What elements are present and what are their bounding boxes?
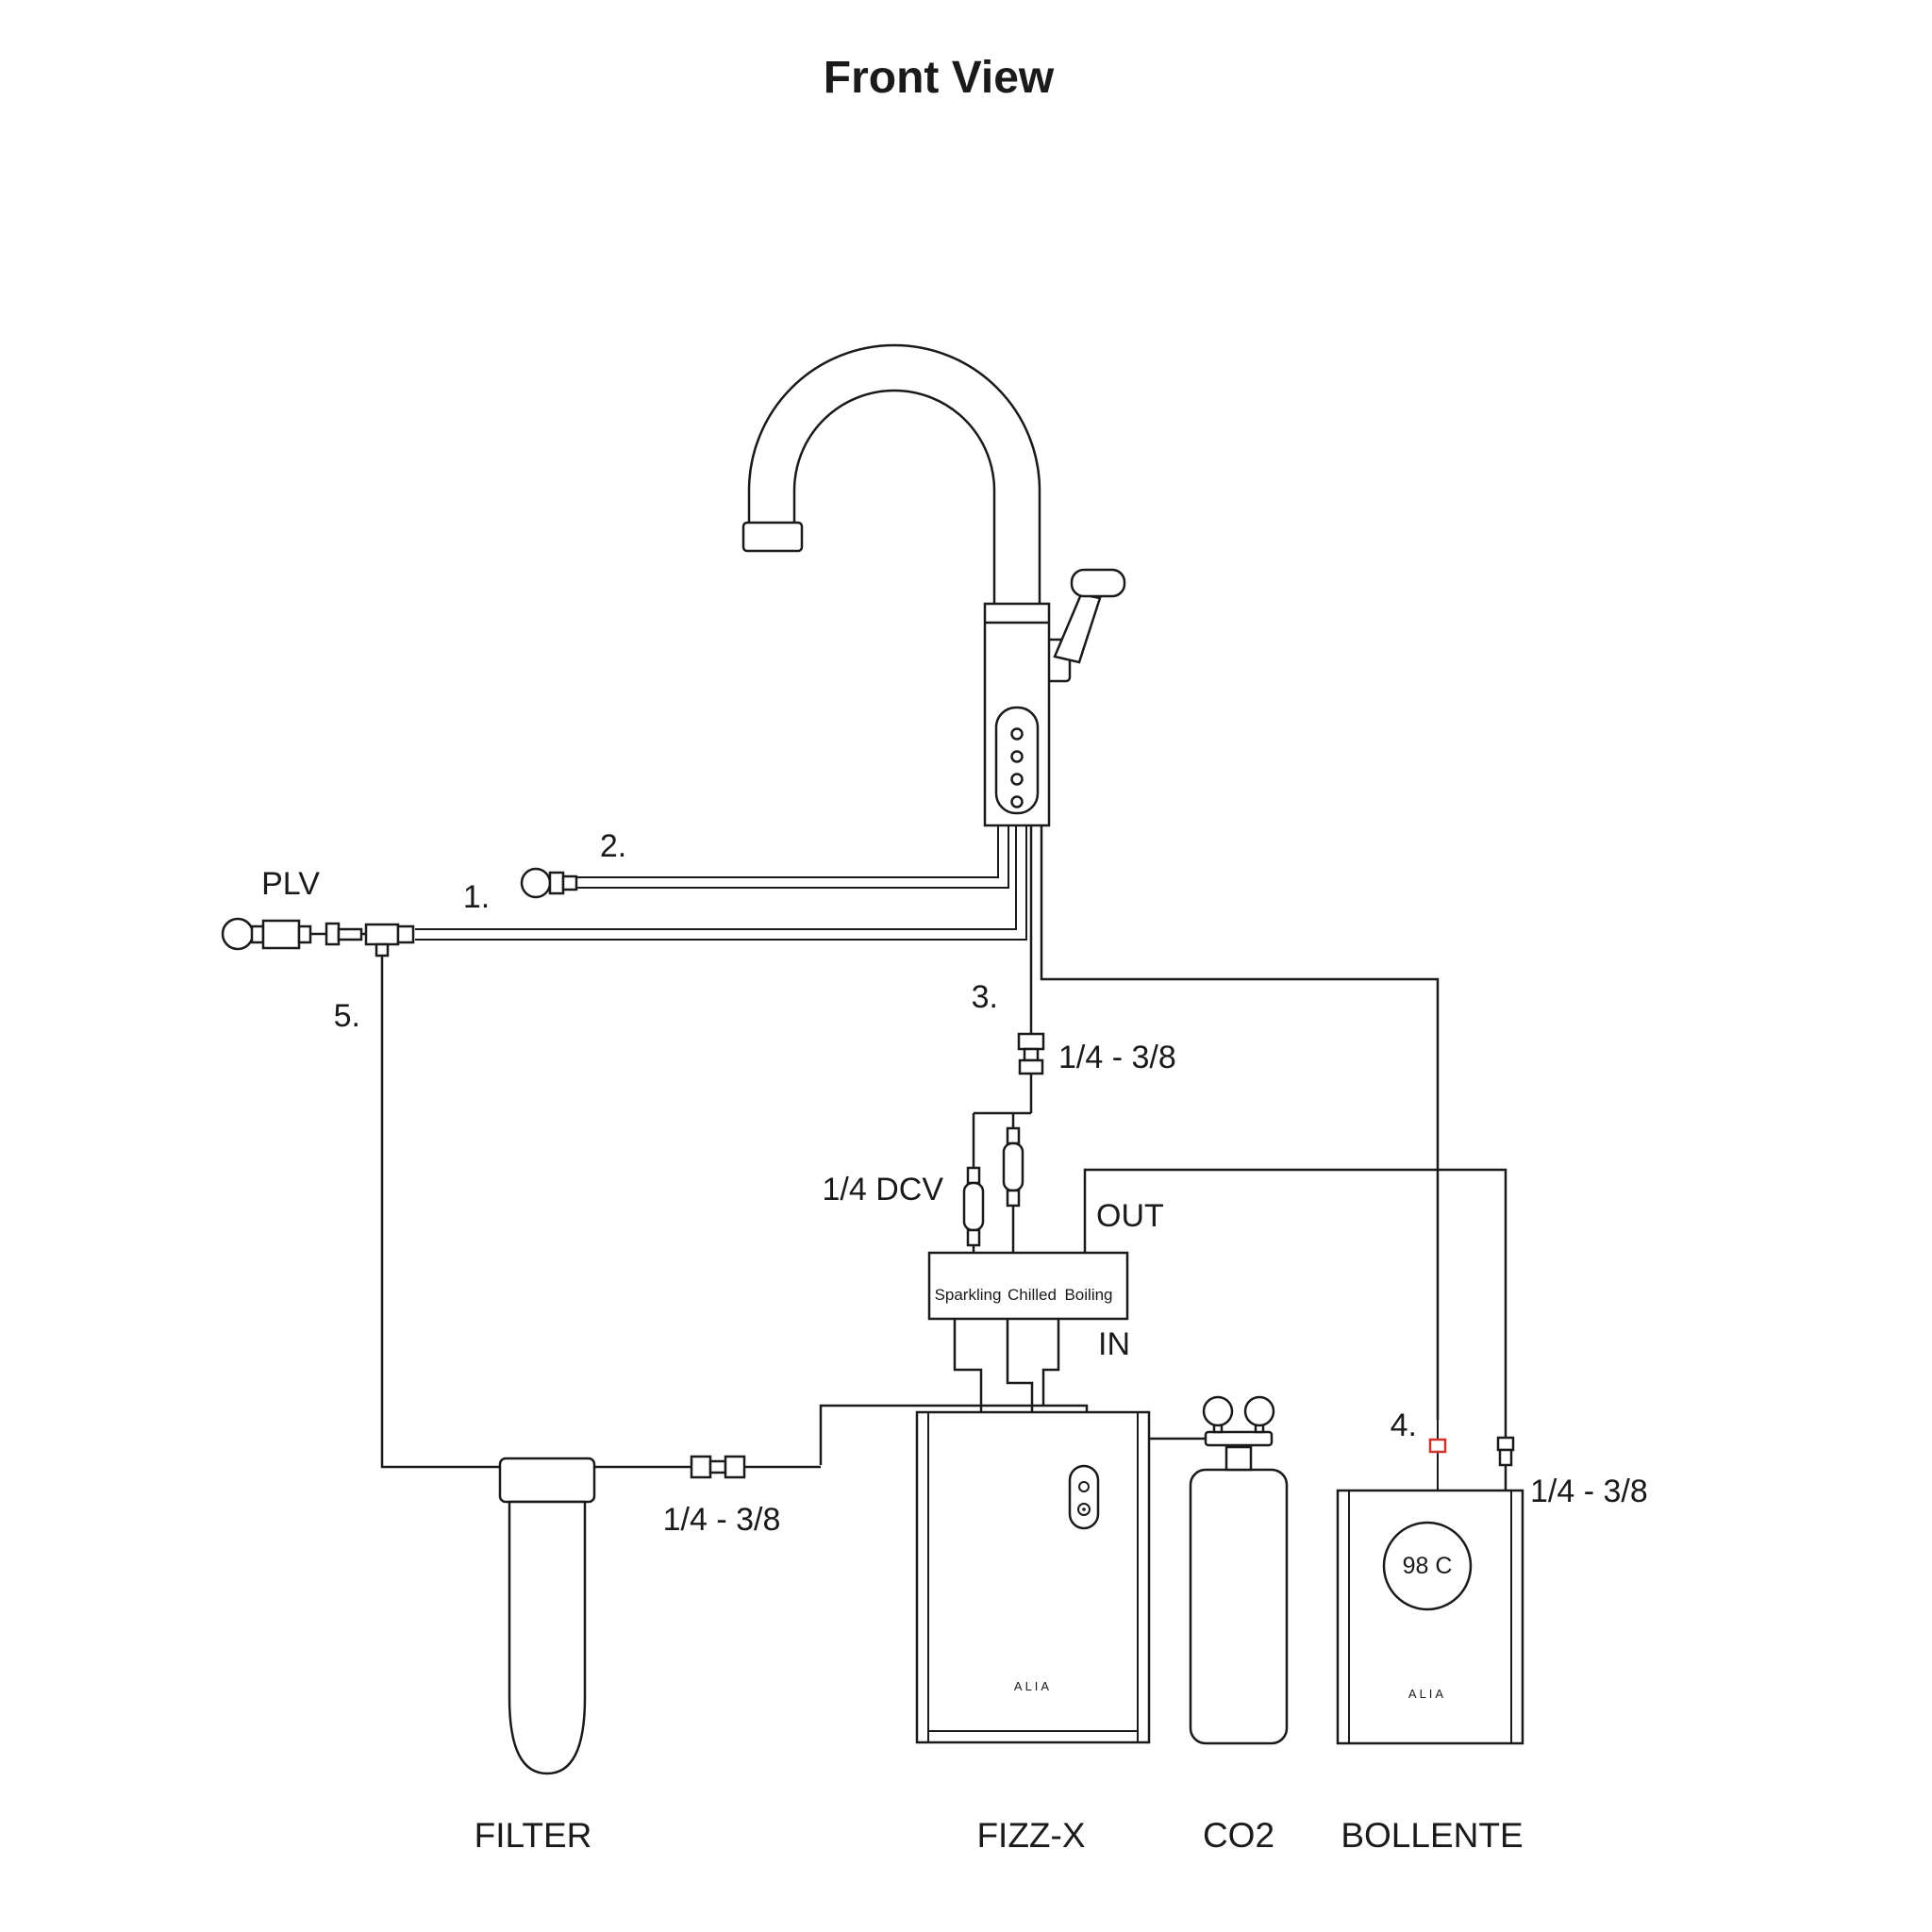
manifold-port-boiling: Boiling (1064, 1286, 1112, 1304)
label-bollente: BOLLENTE (1341, 1816, 1523, 1855)
label-out: OUT (1096, 1198, 1164, 1234)
plv-knob (221, 917, 255, 951)
filter-cartridge (498, 1457, 596, 1775)
boiling-supply-line (1040, 826, 1447, 1491)
plv-out-fitting (396, 924, 415, 944)
temp-dial-label: 98 C (1403, 1553, 1453, 1579)
bollente-reducer-nut-bottom (1498, 1448, 1513, 1467)
label-co2: CO2 (1203, 1816, 1274, 1855)
fizzx-logo: ALIA (1014, 1679, 1052, 1693)
faucet-handle-knob (1070, 568, 1126, 598)
fizzx-button (1077, 1503, 1091, 1516)
reducer-fitting-faucet (1017, 1032, 1045, 1075)
plv-union-nut (325, 922, 341, 946)
plv-stem (250, 924, 265, 944)
hot-water-line (577, 826, 1009, 889)
manifold-port-sparkling: Sparkling (935, 1286, 1002, 1304)
co2-gauge-left (1202, 1395, 1234, 1427)
faucet (741, 343, 1126, 827)
cold-line-top (415, 826, 1017, 930)
label-filter: FILTER (475, 1816, 592, 1855)
plv-tee (364, 923, 400, 946)
label-reducer-bollente: 1/4 - 3/8 (1530, 1474, 1648, 1509)
label-fizzx: FIZZ-X (976, 1816, 1085, 1855)
callout-1: 1. (463, 879, 490, 915)
callout-5: 5. (334, 998, 360, 1034)
fizzx-button-dot (1082, 1507, 1086, 1511)
co2-regulator-bar (1204, 1430, 1274, 1447)
sparkling-chilled-lines (953, 1319, 1034, 1415)
manifold-out-line (1083, 1168, 1515, 1491)
co2-gauge-right (1243, 1395, 1275, 1427)
plv-valve-assembly (221, 917, 415, 958)
temp-dial (1382, 1521, 1473, 1611)
check-valve-right (1002, 1126, 1024, 1208)
bollente-unit: 98 C ALIA (1336, 1489, 1524, 1745)
bollente-reducer-nut-top (1496, 1436, 1515, 1452)
manifold-box: Sparkling Chilled Boiling (927, 1251, 1129, 1321)
faucet-button-3 (1010, 773, 1024, 786)
faucet-handle-lever (1053, 592, 1102, 664)
label-reducer-faucet: 1/4 - 3/8 (1058, 1040, 1176, 1075)
fizzx-unit: ALIA (915, 1410, 1151, 1744)
label-reducer-filter: 1/4 - 3/8 (663, 1502, 781, 1538)
check-valve-left (962, 1166, 985, 1247)
callout-3: 3. (972, 979, 998, 1015)
label-in: IN (1098, 1326, 1130, 1362)
co2-neck (1224, 1445, 1253, 1472)
fizzx-control (1068, 1464, 1100, 1530)
hot-valve-body (548, 871, 565, 895)
fizzx-led (1078, 1481, 1090, 1492)
label-plv: PLV (261, 866, 320, 902)
faucet-aerator (741, 521, 804, 553)
fizzx-box (915, 1410, 1151, 1744)
hot-line-bottom (577, 826, 1009, 889)
hot-line-top (577, 826, 999, 878)
page-title: Front View (824, 53, 1055, 103)
faucet-button-4 (1010, 795, 1024, 808)
plv-body (261, 919, 301, 950)
plv-outlet-nut (297, 924, 312, 944)
reducer-fitting-filter (690, 1455, 746, 1479)
faucet-drop-line (972, 826, 1033, 1253)
co2-cylinder (1189, 1395, 1289, 1745)
label-dcv: 1/4 DCV (823, 1172, 944, 1208)
cold-water-line (415, 826, 1027, 941)
callout-4: 4. (1391, 1407, 1417, 1443)
filter-head (498, 1457, 596, 1504)
manifold-port-chilled: Chilled (1008, 1286, 1057, 1304)
co2-tank (1189, 1468, 1289, 1745)
faucet-button-2 (1010, 750, 1024, 763)
hot-valve-nut (561, 874, 578, 891)
bollente-logo: ALIA (1408, 1687, 1446, 1701)
hot-valve-knob (520, 867, 552, 899)
filter-feed-line (380, 956, 821, 1469)
cold-line-bottom (415, 826, 1027, 941)
callout-2: 2. (600, 828, 626, 864)
plv-tee-stub (375, 942, 390, 958)
hot-line-valve (520, 867, 578, 899)
filter-body (508, 1500, 587, 1775)
boiling-red-fitting (1428, 1438, 1447, 1454)
plv-union-body (337, 927, 363, 941)
co2-regulator (1202, 1395, 1275, 1447)
faucet-button-1 (1010, 727, 1024, 741)
